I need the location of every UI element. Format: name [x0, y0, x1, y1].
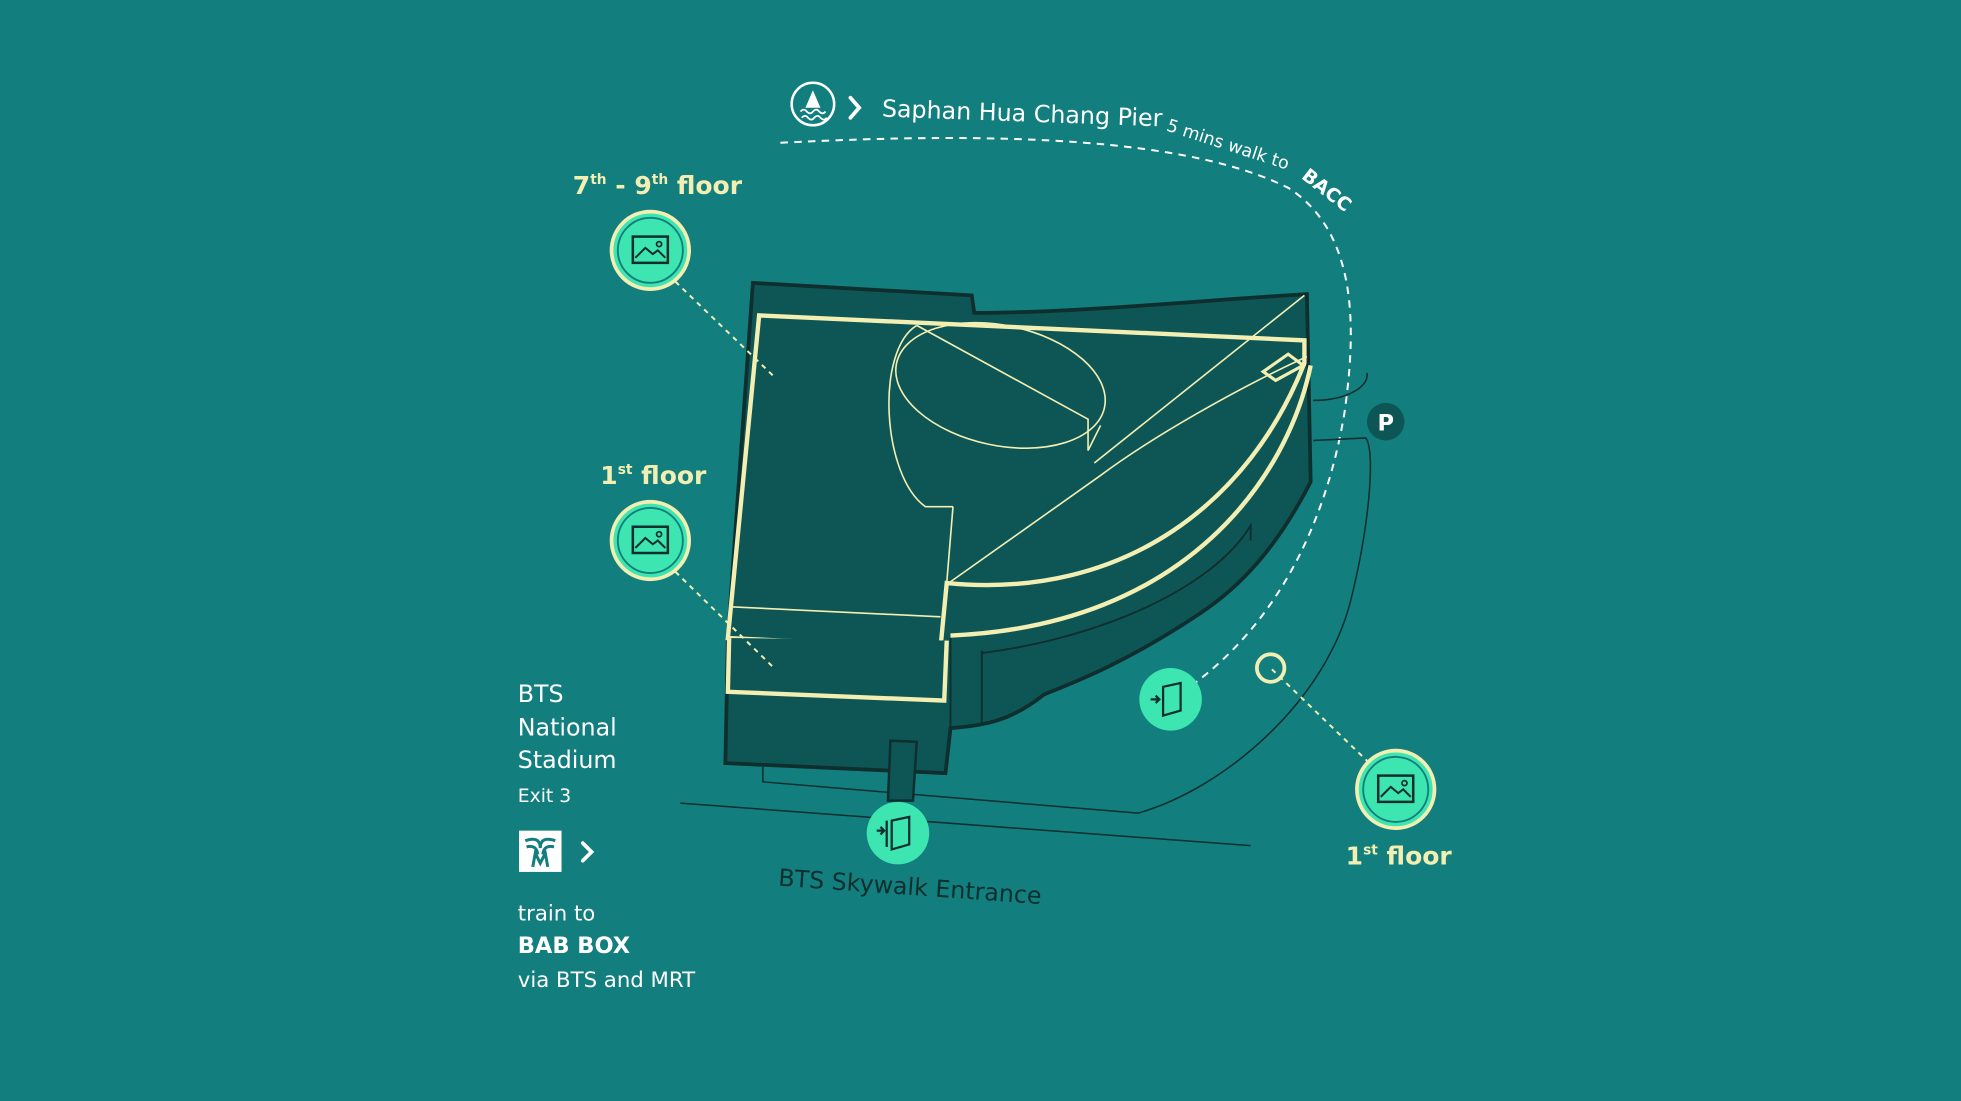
exhibition-floor-outline — [725, 313, 1307, 651]
marker-first-floor-right[interactable]: 1st floor — [1255, 652, 1453, 870]
marker-label: 1st floor — [600, 461, 707, 490]
directions-line2: BAB BOX — [518, 933, 630, 959]
image-icon — [631, 525, 670, 555]
directions-line3: via BTS and MRT — [518, 968, 696, 993]
door-enter-icon — [876, 815, 911, 851]
boat-icon — [790, 81, 836, 127]
directions-text: train to BAB BOX via BTS and MRT — [518, 902, 696, 993]
door-enter-icon — [1150, 681, 1182, 718]
bts-exit: Exit 3 — [518, 786, 571, 807]
image-icon — [1376, 774, 1415, 804]
bts-line2: National — [518, 714, 617, 742]
bts-logo-icon — [519, 830, 562, 872]
chevron-right-icon — [580, 841, 595, 863]
parking-marker[interactable]: P — [1366, 402, 1405, 441]
image-icon — [631, 235, 670, 265]
marker-upper-floors[interactable]: 7th - 9th floor — [573, 171, 777, 379]
parking-label: P — [1377, 410, 1394, 436]
marker-label: 1st floor — [1346, 841, 1453, 870]
bts-line3: Stadium — [518, 746, 617, 774]
side-entrance-marker[interactable] — [1139, 668, 1202, 731]
skywalk-bridge — [886, 739, 919, 802]
location-pin — [1255, 652, 1287, 684]
building-plan — [680, 280, 1372, 847]
marker-label: 7th - 9th floor — [573, 171, 743, 200]
marker-first-floor-left[interactable]: 1st floor — [600, 461, 777, 671]
bts-line1: BTS — [518, 680, 564, 708]
chevron-right-icon — [848, 95, 862, 120]
bts-link[interactable] — [519, 830, 595, 872]
directions-line1: train to — [518, 902, 596, 927]
bts-station-info: BTS National Stadium Exit 3 — [518, 680, 617, 807]
